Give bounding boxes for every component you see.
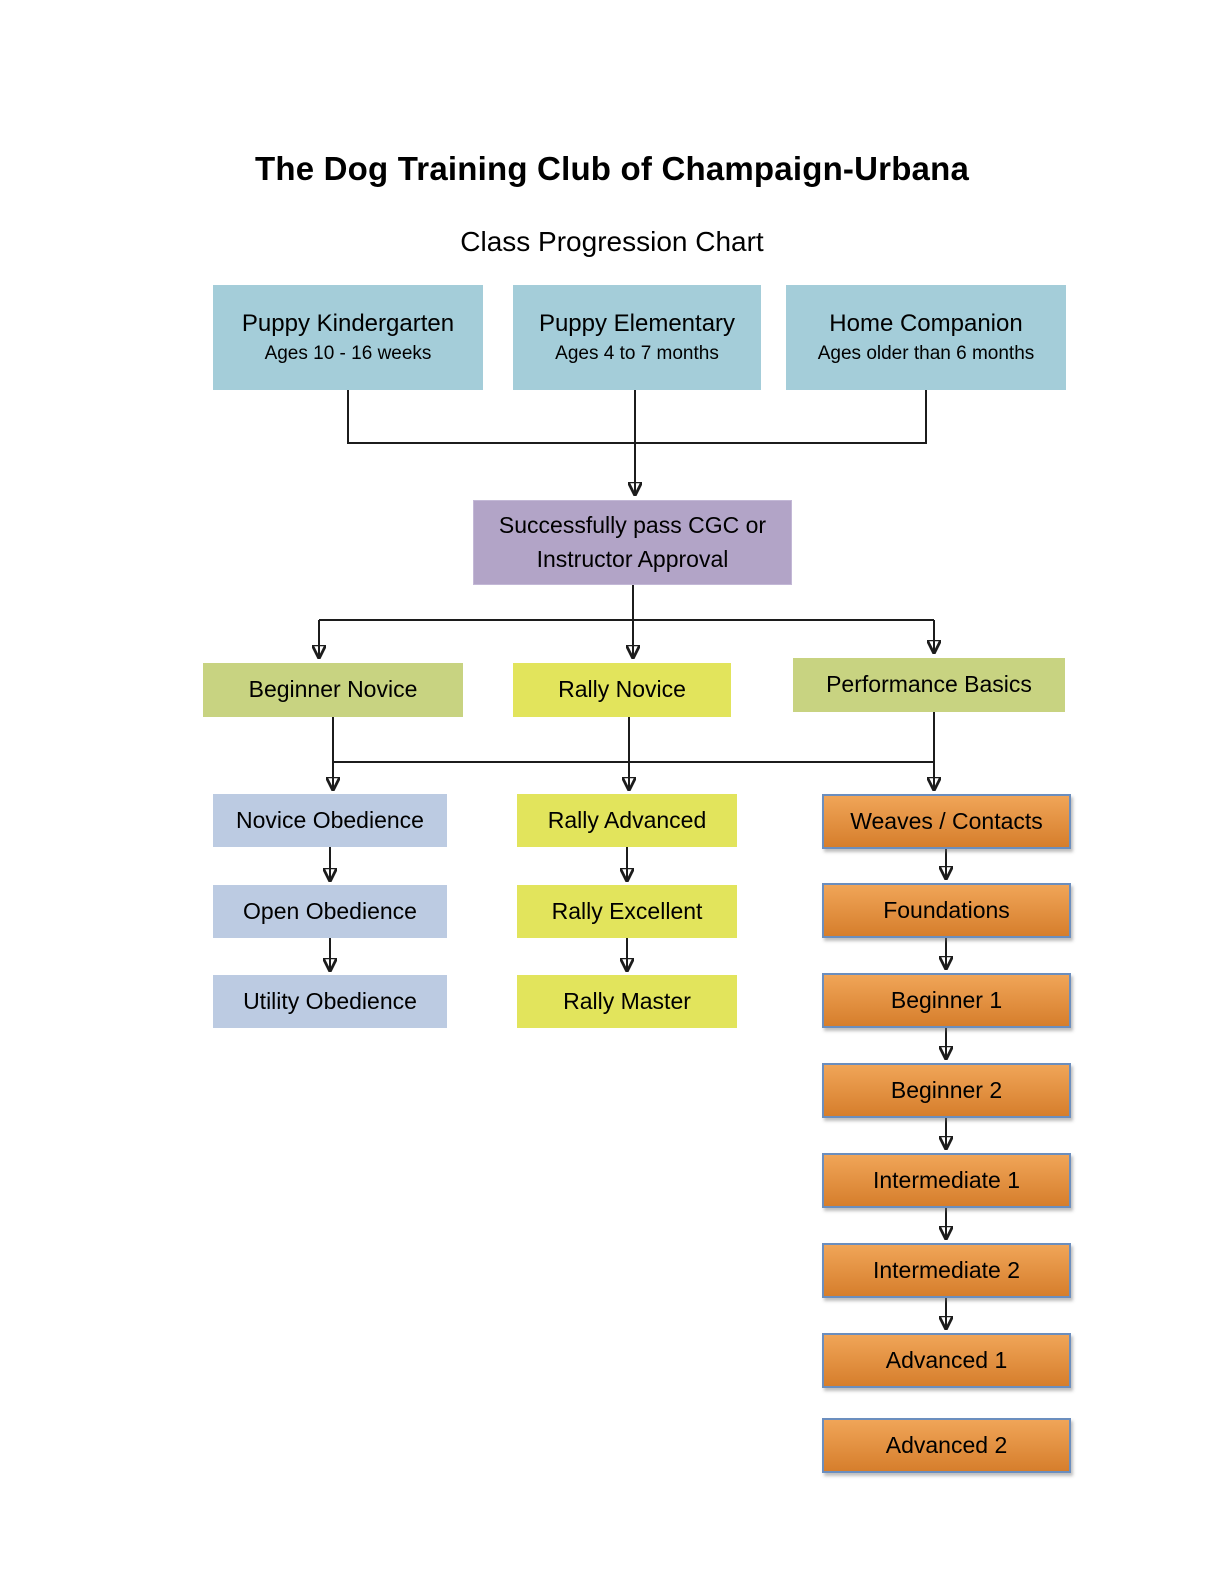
node-ages: Ages 10 - 16 weeks bbox=[264, 343, 432, 365]
node-ages: Ages older than 6 months bbox=[817, 343, 1035, 365]
node-label: Puppy Kindergarten bbox=[241, 310, 455, 338]
page-title: The Dog Training Club of Champaign-Urban… bbox=[254, 150, 970, 187]
node-puppy-elementary: Puppy Elementary Ages 4 to 7 months bbox=[513, 285, 761, 390]
node-rally-advanced: Rally Advanced bbox=[517, 794, 737, 847]
node-beginner-novice: Beginner Novice bbox=[203, 663, 463, 717]
node-home-companion: Home Companion Ages older than 6 months bbox=[786, 285, 1066, 390]
node-beginner-1: Beginner 1 bbox=[822, 973, 1071, 1028]
node-advanced-2: Advanced 2 bbox=[822, 1418, 1071, 1473]
node-open-obedience: Open Obedience bbox=[213, 885, 447, 938]
node-intermediate-1: Intermediate 1 bbox=[822, 1153, 1071, 1208]
node-rally-excellent: Rally Excellent bbox=[517, 885, 737, 938]
node-puppy-kindergarten: Puppy Kindergarten Ages 10 - 16 weeks bbox=[213, 285, 483, 390]
node-beginner-2: Beginner 2 bbox=[822, 1063, 1071, 1118]
node-label: Home Companion bbox=[829, 310, 1023, 338]
node-foundations: Foundations bbox=[822, 883, 1071, 938]
page-subtitle: Class Progression Chart bbox=[460, 226, 764, 257]
node-cgc-gate: Successfully pass CGC or Instructor Appr… bbox=[473, 500, 792, 585]
node-novice-obedience: Novice Obedience bbox=[213, 794, 447, 847]
node-weaves-contacts: Weaves / Contacts bbox=[822, 794, 1071, 849]
node-label: Puppy Elementary bbox=[538, 310, 736, 338]
node-ages: Ages 4 to 7 months bbox=[555, 343, 719, 365]
node-rally-master: Rally Master bbox=[517, 975, 737, 1028]
node-intermediate-2: Intermediate 2 bbox=[822, 1243, 1071, 1298]
node-performance-basics: Performance Basics bbox=[793, 658, 1065, 712]
node-utility-obedience: Utility Obedience bbox=[213, 975, 447, 1028]
node-rally-novice: Rally Novice bbox=[513, 663, 731, 717]
node-advanced-1: Advanced 1 bbox=[822, 1333, 1071, 1388]
